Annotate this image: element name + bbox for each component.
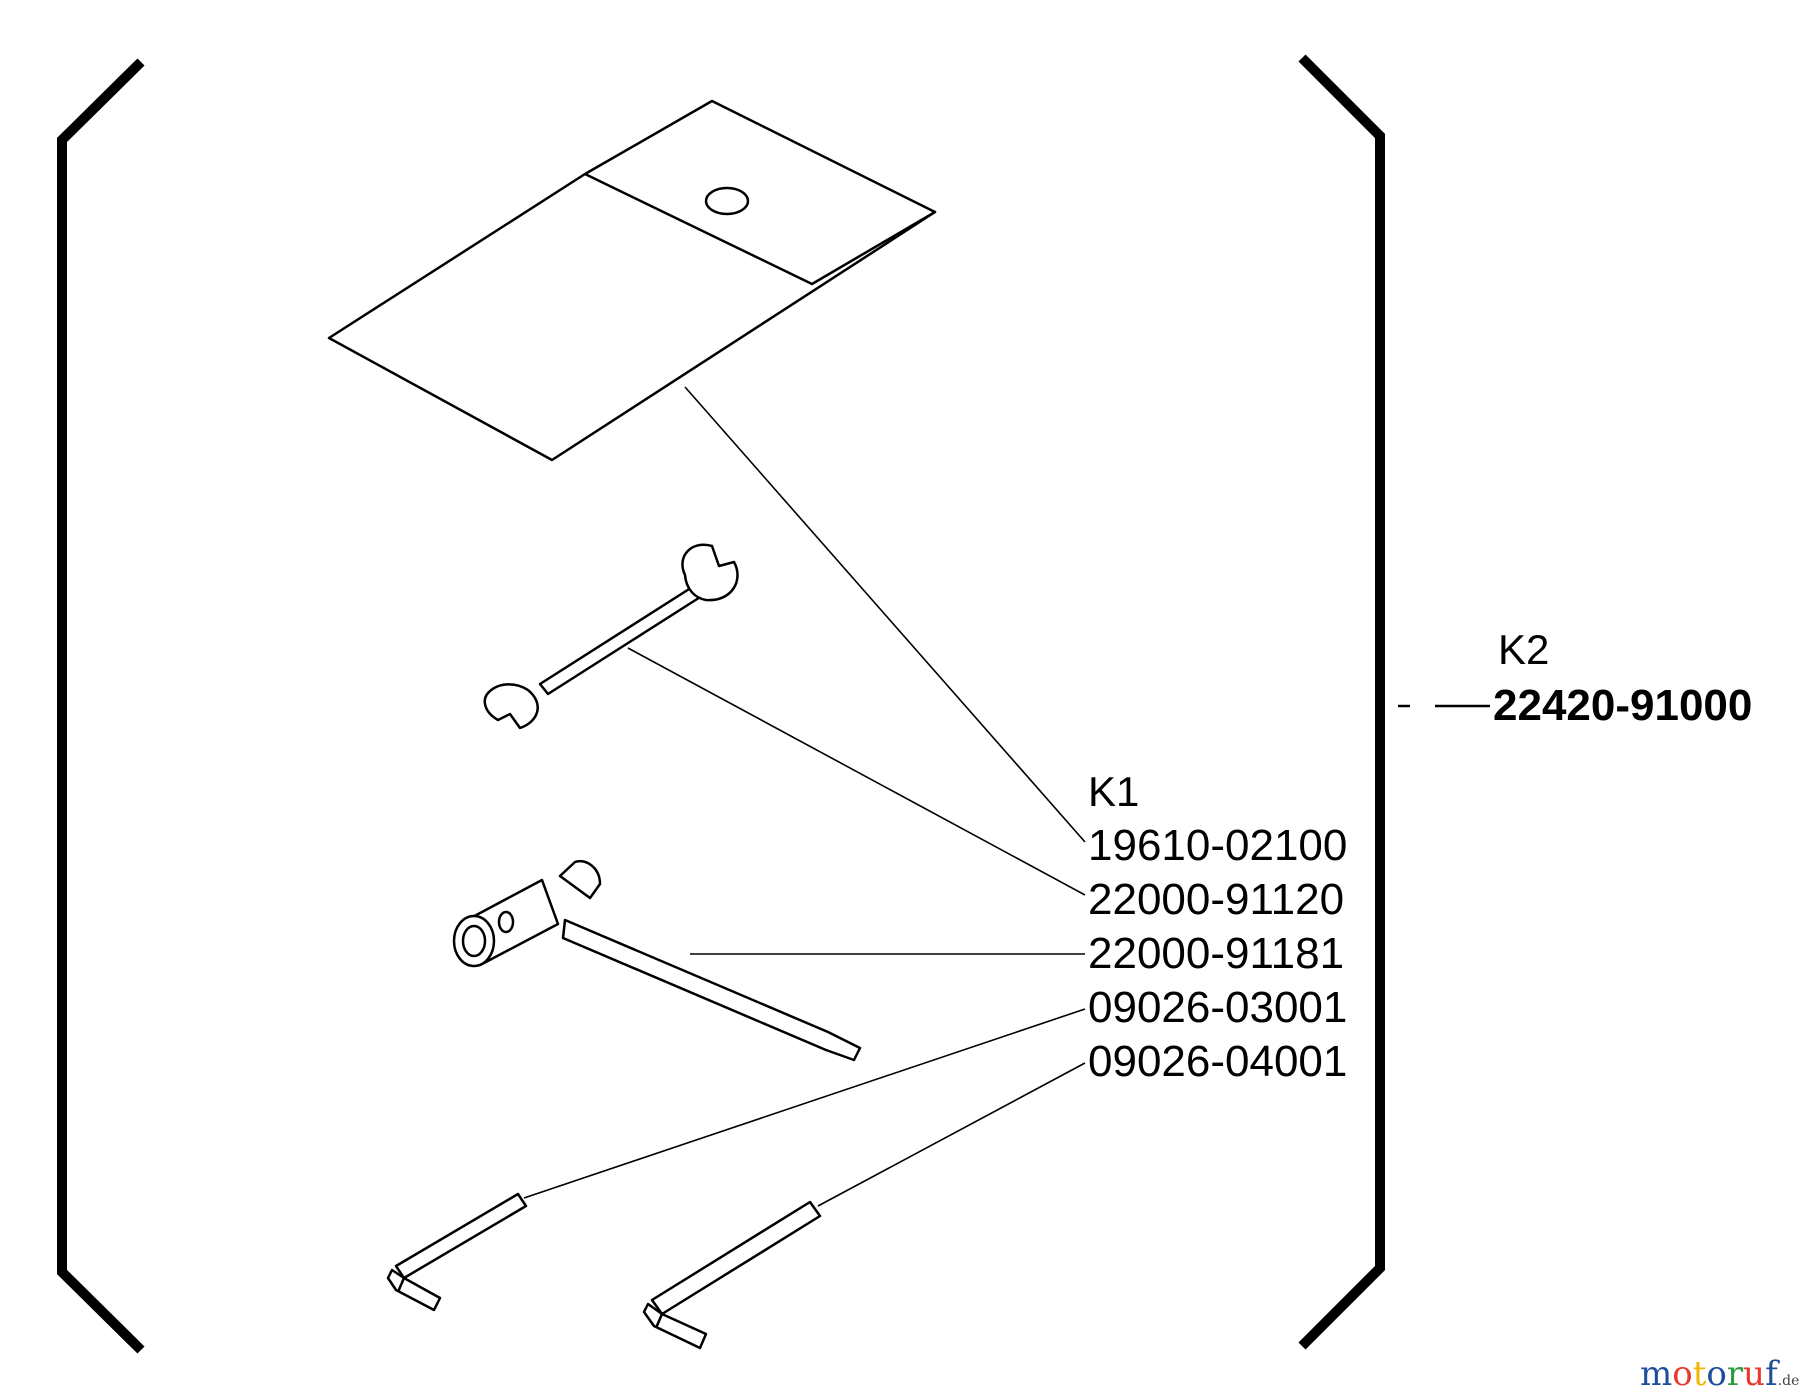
kit-k2-part-number: 22420-91000 xyxy=(1493,681,1752,730)
watermark-letter: f xyxy=(1765,1354,1780,1394)
watermark-letter: t xyxy=(1693,1354,1707,1394)
watermark-letter: o xyxy=(1706,1354,1726,1394)
right-bracket xyxy=(1298,54,1385,1350)
watermark-logo: motoruf.de xyxy=(1640,1354,1799,1394)
kit-k1-label: K1 xyxy=(1088,768,1139,815)
socket-wrench-icon xyxy=(452,859,862,1062)
leader-line-hex-small xyxy=(523,1008,1086,1199)
part-number-label: 22000-91120 xyxy=(1088,875,1344,924)
tool-bag-icon xyxy=(327,99,937,462)
left-bracket xyxy=(57,58,145,1354)
part-number-label: 09026-03001 xyxy=(1088,983,1347,1032)
hex-key-large-icon xyxy=(642,1200,822,1350)
watermark-suffix: .de xyxy=(1778,1373,1800,1389)
kit-k2-label: K2 xyxy=(1498,626,1549,673)
leader-line-bag xyxy=(684,386,1086,843)
watermark-letter: m xyxy=(1640,1354,1672,1394)
hex-key-small-icon xyxy=(386,1192,528,1312)
part-number-label: 22000-91181 xyxy=(1088,929,1344,978)
part-number-label: 19610-02100 xyxy=(1088,821,1347,870)
leader-line-hex-large xyxy=(817,1062,1086,1207)
leader-lines xyxy=(523,386,1490,1207)
leader-line-wrench xyxy=(627,647,1086,896)
watermark-letter: r xyxy=(1727,1354,1744,1394)
wrench-icon xyxy=(483,543,739,730)
watermark-letter: u xyxy=(1743,1354,1765,1394)
watermark-letter: o xyxy=(1672,1354,1692,1394)
part-number-label: 09026-04001 xyxy=(1088,1037,1347,1086)
